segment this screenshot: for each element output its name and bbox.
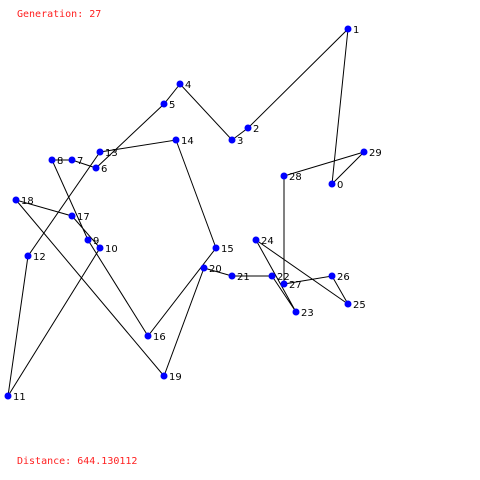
city-label-27: 27 (289, 280, 302, 291)
city-dot-23 (292, 308, 300, 316)
city-label-1: 1 (353, 25, 359, 36)
city-dot-19 (160, 372, 168, 380)
city-dot-21 (228, 272, 236, 280)
city-dot-11 (4, 392, 12, 400)
city-dot-16 (144, 332, 152, 340)
city-label-18: 18 (21, 196, 34, 207)
city-label-3: 3 (237, 136, 243, 147)
city-label-28: 28 (289, 172, 302, 183)
city-dot-5 (160, 100, 168, 108)
city-label-26: 26 (337, 272, 350, 283)
city-label-11: 11 (13, 392, 26, 403)
city-label-20: 20 (209, 264, 222, 275)
city-dot-2 (244, 124, 252, 132)
city-label-21: 21 (237, 272, 250, 283)
city-label-25: 25 (353, 300, 366, 311)
city-label-2: 2 (253, 124, 259, 135)
city-dot-8 (48, 156, 56, 164)
distance-label: Distance: (17, 456, 72, 467)
city-dot-4 (176, 80, 184, 88)
city-label-17: 17 (77, 212, 90, 223)
city-dot-13 (96, 148, 104, 156)
city-label-0: 0 (337, 180, 343, 191)
city-label-29: 29 (369, 148, 382, 159)
city-dot-7 (68, 156, 76, 164)
city-dot-17 (68, 212, 76, 220)
generation-value: 27 (89, 9, 102, 20)
city-label-22: 22 (277, 272, 290, 283)
city-label-6: 6 (101, 164, 107, 175)
city-label-16: 16 (153, 332, 166, 343)
city-dot-26 (328, 272, 336, 280)
city-dot-20 (200, 264, 208, 272)
generation-counter: Generation: 27 (17, 9, 101, 21)
city-dot-15 (212, 244, 220, 252)
city-label-5: 5 (169, 100, 175, 111)
city-dot-28 (280, 172, 288, 180)
city-label-15: 15 (221, 244, 234, 255)
distance-value: 644.130112 (77, 456, 138, 467)
city-label-4: 4 (185, 80, 191, 91)
city-label-13: 13 (105, 148, 118, 159)
city-dot-24 (252, 236, 260, 244)
city-label-10: 10 (105, 244, 118, 255)
generation-label: Generation: (17, 9, 84, 20)
city-label-7: 7 (77, 156, 83, 167)
city-dot-1 (344, 25, 352, 33)
city-dot-22 (268, 272, 276, 280)
city-dot-12 (24, 252, 32, 260)
city-label-19: 19 (169, 372, 182, 383)
city-dot-29 (360, 148, 368, 156)
city-dot-18 (12, 196, 20, 204)
city-dot-9 (84, 236, 92, 244)
city-dot-3 (228, 136, 236, 144)
city-dot-27 (280, 280, 288, 288)
city-dot-6 (92, 164, 100, 172)
city-label-24: 24 (261, 236, 274, 247)
city-label-14: 14 (181, 136, 194, 147)
city-dot-10 (96, 244, 104, 252)
distance-readout: Distance: 644.130112 (17, 456, 137, 468)
city-dot-14 (172, 136, 180, 144)
city-dot-0 (328, 180, 336, 188)
city-label-23: 23 (301, 308, 314, 319)
city-dot-25 (344, 300, 352, 308)
city-label-12: 12 (33, 252, 46, 263)
city-label-8: 8 (57, 156, 63, 167)
city-label-9: 9 (93, 236, 99, 247)
